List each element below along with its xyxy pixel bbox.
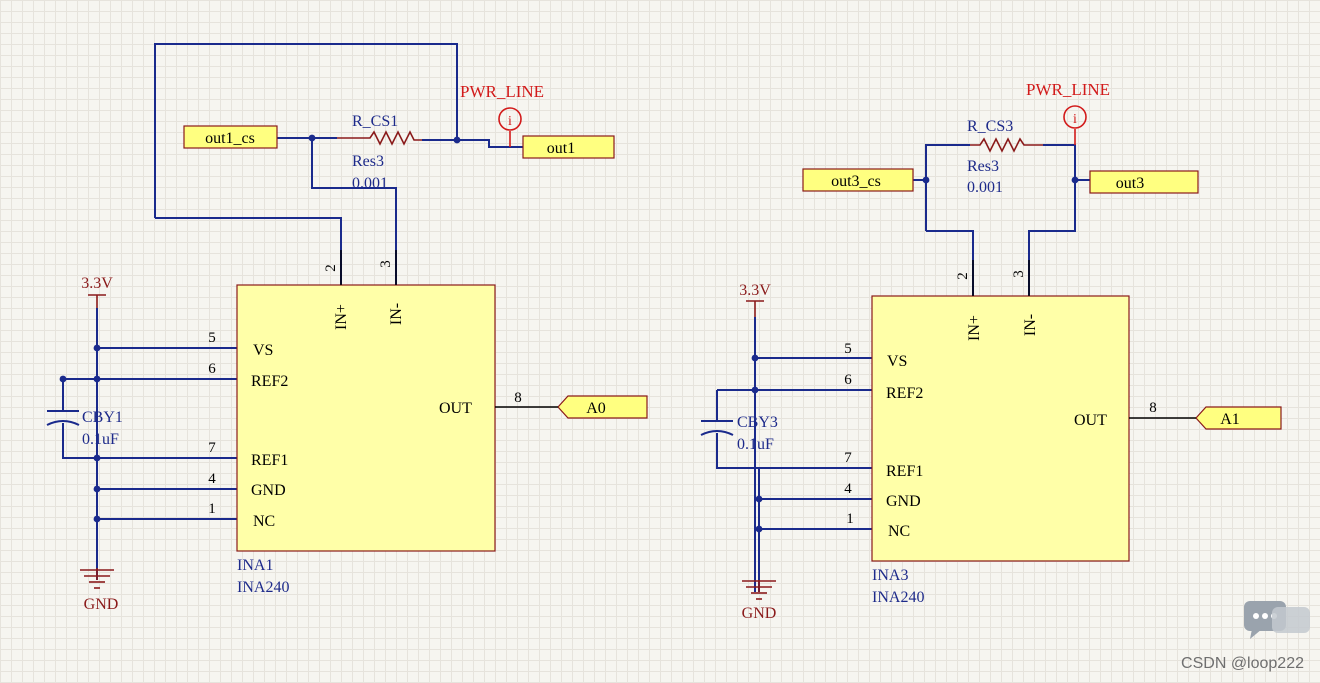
port-out3[interactable]: out3 bbox=[1089, 170, 1199, 194]
pin-number-inn: 3 bbox=[1011, 270, 1027, 278]
port-label: A1 bbox=[1220, 411, 1240, 428]
pin-name-gnd: GND bbox=[251, 482, 286, 499]
pin-name-inp: IN+ bbox=[333, 304, 350, 330]
pin-number-gnd: 4 bbox=[844, 481, 852, 497]
pin-name-nc: NC bbox=[253, 513, 275, 530]
capacitor-ref: CBY3 bbox=[737, 414, 778, 431]
port-label: out3 bbox=[1116, 175, 1144, 192]
port-out1-cs[interactable]: out1_cs bbox=[183, 125, 278, 149]
ic-part: INA240 bbox=[872, 589, 924, 606]
pin-name-out: OUT bbox=[439, 400, 472, 417]
power-3v3: 3.3V bbox=[739, 282, 771, 317]
pwr-line-probe[interactable]: PWR_LINE i bbox=[460, 82, 544, 147]
pin-number-vs: 5 bbox=[844, 341, 852, 357]
port-label: out1 bbox=[547, 140, 575, 157]
port-a0[interactable]: A0 bbox=[557, 395, 648, 419]
ground-label: GND bbox=[84, 596, 119, 613]
ic-ref: INA1 bbox=[237, 557, 273, 574]
junction-dots bbox=[59, 134, 461, 523]
pin-number-ref2: 6 bbox=[844, 372, 852, 388]
pin-name-ref1: REF1 bbox=[251, 452, 288, 469]
pin-number-out: 8 bbox=[1149, 400, 1157, 416]
resistor-ref: R_CS1 bbox=[352, 113, 398, 130]
chat-bubble-icon[interactable] bbox=[1244, 601, 1312, 641]
ic-part: INA240 bbox=[237, 579, 289, 596]
pin-number-inp: 2 bbox=[323, 264, 339, 272]
capacitor-value: 0.1uF bbox=[82, 431, 119, 448]
pin-number-vs: 5 bbox=[208, 330, 216, 346]
port-label: A0 bbox=[586, 400, 606, 417]
pin-number-ref1: 7 bbox=[208, 440, 216, 456]
probe-icon bbox=[498, 107, 522, 131]
pin-name-inn: IN- bbox=[388, 303, 405, 325]
pin-name-inp: IN+ bbox=[966, 315, 983, 341]
circuit-ina3: R_CS3 Res3 0.001 PWR_LINE i out3_cs out3… bbox=[700, 80, 1282, 622]
pin-name-gnd: GND bbox=[886, 493, 921, 510]
port-out1[interactable]: out1 bbox=[522, 135, 615, 159]
ground-symbol: GND bbox=[80, 568, 118, 613]
ground-label: GND bbox=[742, 605, 777, 622]
ic-ref: INA3 bbox=[872, 567, 908, 584]
resistor-r-cs1[interactable]: R_CS1 Res3 0.001 bbox=[337, 113, 422, 192]
capacitor-ref: CBY1 bbox=[82, 409, 123, 426]
resistor-part: Res3 bbox=[967, 158, 999, 175]
ic-ina3[interactable]: 5 6 7 4 1 8 2 3 VS REF2 REF1 GND NC OUT … bbox=[844, 260, 1196, 606]
power-3v3: 3.3V bbox=[81, 275, 113, 308]
probe-icon bbox=[1063, 105, 1087, 129]
port-label: out3_cs bbox=[831, 173, 881, 190]
pin-number-out: 8 bbox=[514, 390, 522, 406]
pin-name-ref2: REF2 bbox=[251, 373, 288, 390]
port-a1[interactable]: A1 bbox=[1195, 406, 1282, 430]
pin-number-nc: 1 bbox=[846, 511, 854, 527]
junction-dots bbox=[751, 176, 1079, 533]
pin-name-vs: VS bbox=[253, 342, 273, 359]
pin-number-ref1: 7 bbox=[844, 450, 852, 466]
pin-number-gnd: 4 bbox=[208, 471, 216, 487]
pwr-line-probe[interactable]: PWR_LINE i bbox=[1026, 80, 1110, 145]
ic-ina1[interactable]: 5 6 7 4 1 8 2 3 VS REF2 REF1 GND NC OUT … bbox=[208, 250, 558, 596]
pin-name-nc: NC bbox=[888, 523, 910, 540]
pin-number-nc: 1 bbox=[208, 501, 216, 517]
watermark: CSDN @loop222 bbox=[1181, 655, 1304, 672]
capacitor-cby3[interactable]: CBY3 0.1uF bbox=[700, 414, 778, 453]
resistor-value: 0.001 bbox=[352, 175, 388, 192]
wires bbox=[62, 43, 523, 580]
net-label-pwr-line: PWR_LINE bbox=[460, 82, 544, 101]
port-label: out1_cs bbox=[205, 130, 255, 147]
resistor-value: 0.001 bbox=[967, 179, 1003, 196]
circuit-ina1: R_CS1 Res3 0.001 PWR_LINE i out1_cs out1… bbox=[46, 43, 648, 613]
capacitor-cby1[interactable]: CBY1 0.1uF bbox=[46, 409, 123, 448]
pin-name-vs: VS bbox=[887, 353, 907, 370]
pin-number-inp: 2 bbox=[955, 272, 971, 280]
pin-number-ref2: 6 bbox=[208, 361, 216, 377]
ground-symbol: GND bbox=[742, 580, 777, 622]
probe-symbol: i bbox=[508, 114, 512, 129]
pin-name-ref2: REF2 bbox=[886, 385, 923, 402]
port-out3-cs[interactable]: out3_cs bbox=[802, 168, 914, 192]
pin-number-inn: 3 bbox=[378, 260, 394, 268]
power-label: 3.3V bbox=[81, 275, 113, 292]
resistor-r-cs3[interactable]: R_CS3 Res3 0.001 bbox=[967, 118, 1043, 196]
pin-name-out: OUT bbox=[1074, 412, 1107, 429]
net-label-pwr-line: PWR_LINE bbox=[1026, 80, 1110, 99]
power-label: 3.3V bbox=[739, 282, 771, 299]
pin-name-inn: IN- bbox=[1022, 314, 1039, 336]
resistor-part: Res3 bbox=[352, 153, 384, 170]
resistor-ref: R_CS3 bbox=[967, 118, 1013, 135]
capacitor-value: 0.1uF bbox=[737, 436, 774, 453]
probe-symbol: i bbox=[1073, 112, 1077, 127]
pin-name-ref1: REF1 bbox=[886, 463, 923, 480]
